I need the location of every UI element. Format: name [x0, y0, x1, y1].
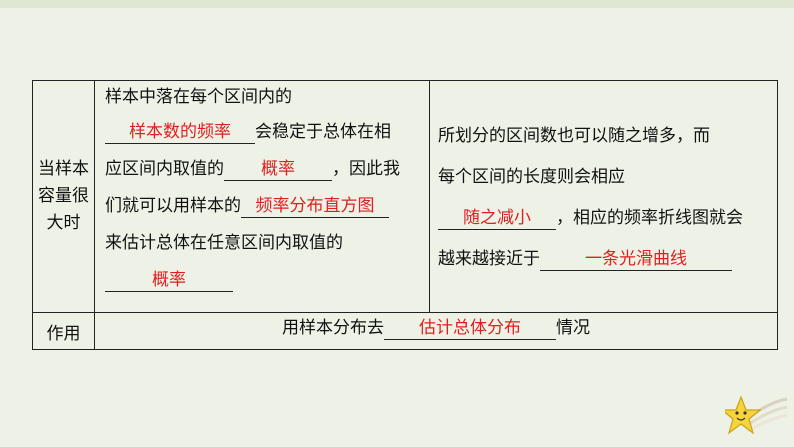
text-fragment: 越来越接近于 [438, 249, 540, 269]
text-line: 样本中落在每个区间内的 [105, 87, 292, 107]
text-fragment: 会稳定于总体在相 [255, 122, 391, 142]
text-line: 来估计总体在任意区间内取值的 [105, 233, 343, 253]
text-fragment: ，相应的频率折线图就会 [556, 208, 743, 228]
row-label-cell: 作用 [32, 312, 95, 350]
row-label-line: 容量很 [38, 186, 89, 206]
usage-cell: 用样本分布去估计总体分布情况 [94, 312, 778, 350]
histogram-cell: 所划分的区间数也可以随之增多，而 每个区间的长度则会相应 随之减小，相应的频率折… [429, 80, 778, 313]
row-label-line: 大时 [46, 213, 81, 233]
frequency-cell: 样本中落在每个区间内的 样本数的频率会稳定于总体在相 应区间内取值的概率，因此我… [94, 80, 430, 313]
star-icon [725, 395, 788, 435]
answer-blank: 概率 [105, 269, 233, 292]
row-label-cell: 当样本 容量很 大时 [32, 80, 95, 313]
answer-blank: 样本数的频率 [105, 121, 255, 144]
summary-table: 当样本 容量很 大时 样本中落在每个区间内的 样本数的频率会稳定于总体在相 应区… [32, 80, 778, 350]
answer-blank: 一条光滑曲线 [540, 248, 732, 271]
table-row: 作用 用样本分布去估计总体分布情况 [32, 312, 778, 350]
text-fragment: 情况 [556, 318, 590, 338]
text-fragment: 用样本分布去 [282, 318, 384, 338]
text-fragment: ，因此我 [332, 159, 400, 179]
row-label-line: 当样本 [38, 159, 89, 179]
text-fragment: 们就可以用样本的 [105, 196, 241, 216]
table-row: 当样本 容量很 大时 样本中落在每个区间内的 样本数的频率会稳定于总体在相 应区… [32, 80, 778, 313]
answer-blank: 频率分布直方图 [241, 195, 389, 218]
answer-blank: 概率 [224, 158, 332, 181]
answer-blank: 随之减小 [438, 207, 556, 230]
text-line: 每个区间的长度则会相应 [438, 167, 625, 187]
top-border [0, 0, 794, 8]
text-line: 所划分的区间数也可以随之增多，而 [438, 126, 710, 146]
answer-blank: 估计总体分布 [384, 317, 556, 340]
text-fragment: 应区间内取值的 [105, 159, 224, 179]
